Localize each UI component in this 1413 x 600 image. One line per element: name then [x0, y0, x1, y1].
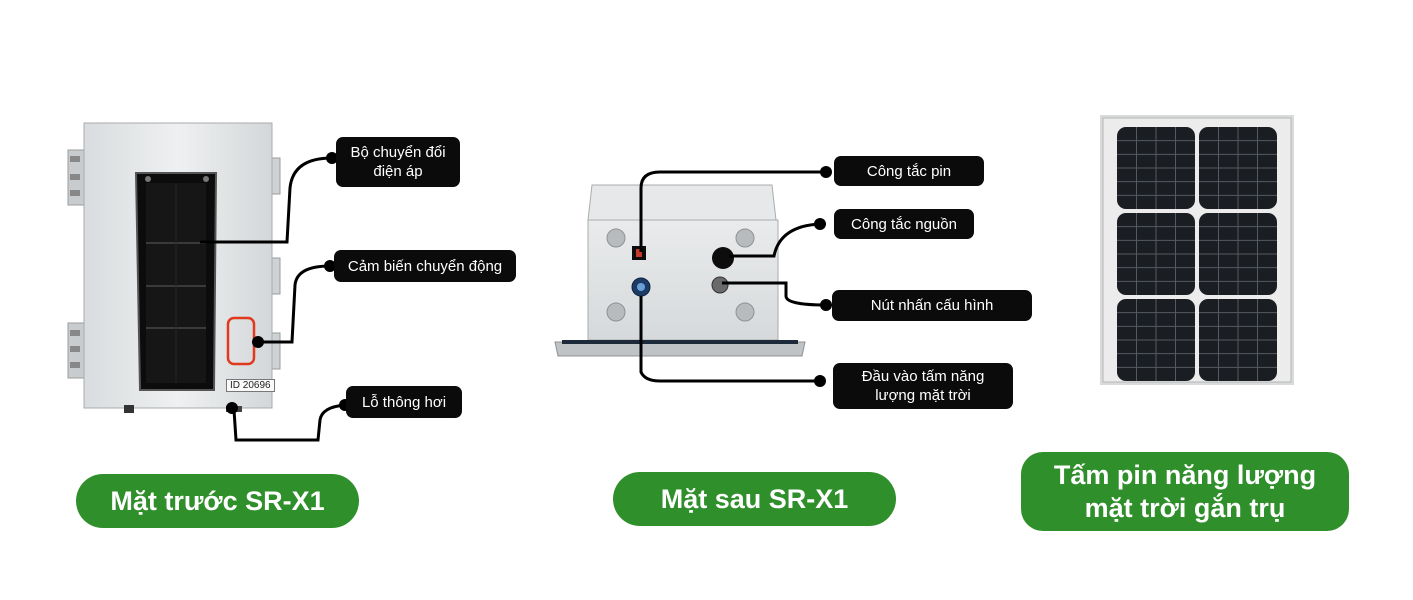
callout-voltage-converter: Bộ chuyển đổi điện áp — [336, 137, 460, 187]
callout-config-button: Nút nhấn cấu hình — [832, 290, 1032, 321]
device-back-image — [554, 184, 806, 357]
device-front-image — [67, 122, 281, 413]
callout-solar-input: Đầu vào tấm năng lượng mặt trời — [833, 363, 1013, 409]
callout-motion-sensor: Cảm biến chuyển động — [334, 250, 516, 282]
device-id-label: ID 20696 — [226, 379, 275, 392]
callout-vent-hole: Lỗ thông hơi — [346, 386, 462, 418]
callout-battery-switch: Công tắc pin — [834, 156, 984, 186]
solar-panel-image — [1100, 115, 1294, 385]
callout-power-switch: Công tắc nguồn — [834, 209, 974, 239]
caption-back: Mặt sau SR-X1 — [613, 472, 896, 526]
caption-front: Mặt trước SR-X1 — [76, 474, 359, 528]
caption-solar-panel: Tấm pin năng lượng mặt trời gắn trụ — [1021, 452, 1349, 531]
